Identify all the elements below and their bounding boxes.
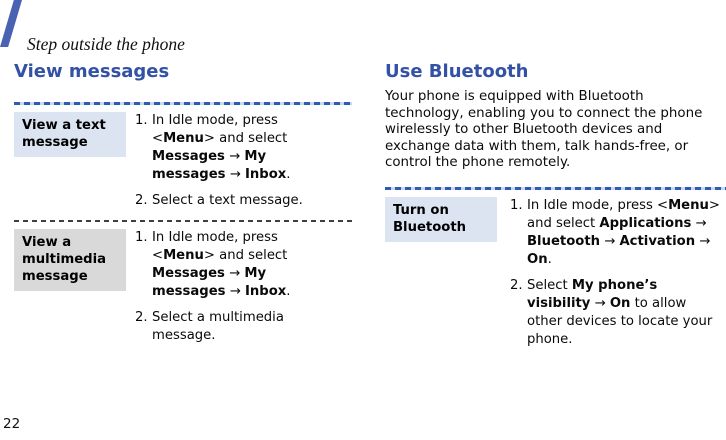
row-label: View a text message	[14, 112, 126, 157]
step-text: In Idle mode, press <Menu> and select Ap…	[527, 197, 720, 267]
step-number: 1.	[135, 230, 148, 245]
section-title-use-bluetooth: Use Bluetooth	[385, 61, 529, 82]
table-top-divider	[14, 102, 352, 105]
step-item: 1.In Idle mode, press <Menu> and select …	[510, 197, 722, 269]
step-number: 2.	[135, 193, 148, 208]
chapter-slash-decoration	[0, 0, 22, 47]
page-number: 22	[3, 416, 21, 432]
step-text: Select a text message.	[152, 193, 303, 208]
row-steps: 1. In Idle mode, press <Menu> and select …	[135, 112, 325, 210]
step-number: 2.	[135, 310, 148, 325]
step-number: 1.	[135, 113, 148, 128]
left-column: View messages View a text message 1. In I…	[14, 61, 352, 353]
step-item: 1. In Idle mode, press <Menu> and select …	[135, 112, 325, 184]
step-text: In Idle mode, press <Menu> and select Me…	[152, 113, 291, 182]
step-text: Select a multimedia message.	[152, 310, 284, 343]
row-steps: 1. In Idle mode, press <Menu> and select …	[135, 229, 325, 345]
section-title-view-messages: View messages	[14, 61, 170, 82]
table-row-view-text-message: View a text message 1. In Idle mode, pres…	[14, 105, 352, 218]
row-label: Turn on Bluetooth	[385, 196, 497, 242]
step-text: Select My phone’s visibility → On to all…	[527, 277, 713, 347]
step-item: 1. In Idle mode, press <Menu> and select …	[135, 229, 325, 301]
right-column: Use Bluetooth Your phone is equipped wit…	[385, 61, 726, 357]
step-item: 2. Select a multimedia message.	[135, 309, 325, 345]
step-text: In Idle mode, press <Menu> and select Me…	[152, 230, 291, 299]
table-row-divider	[14, 220, 352, 222]
step-item: 2.Select My phone’s visibility → On to a…	[510, 277, 722, 349]
step-number: 1.	[510, 197, 523, 213]
row-label: View a multimedia message	[14, 229, 126, 291]
step-number: 2.	[510, 277, 523, 293]
table-row-turn-on-bluetooth: Turn on Bluetooth 1.In Idle mode, press …	[385, 190, 726, 357]
row-steps: 1.In Idle mode, press <Menu> and select …	[510, 197, 722, 349]
section-intro-paragraph: Your phone is equipped with Bluetooth te…	[385, 89, 703, 170]
step-item: 2. Select a text message.	[135, 192, 325, 210]
chapter-title: Step outside the phone	[27, 34, 185, 54]
table-row-view-multimedia-message: View a multimedia message 1. In Idle mode…	[14, 222, 352, 353]
table-top-divider	[385, 186, 726, 190]
